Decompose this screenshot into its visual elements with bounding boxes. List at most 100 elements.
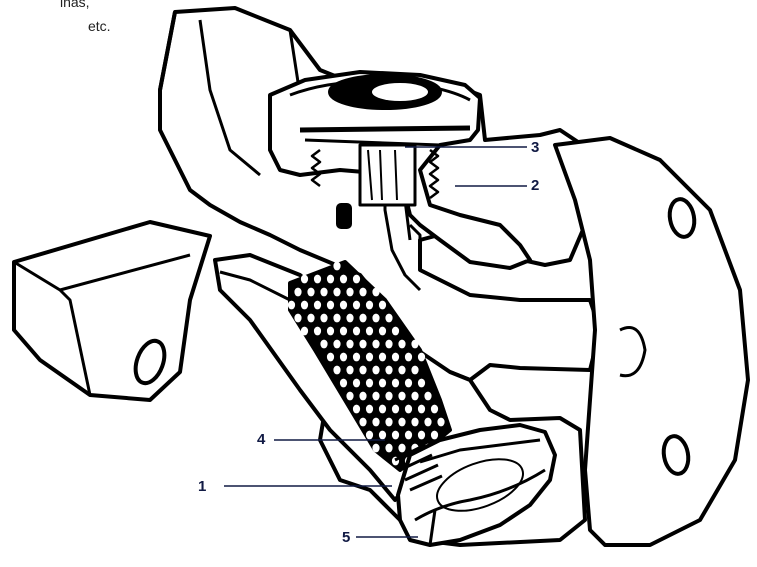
perforation-dot <box>307 313 315 323</box>
perforation-dot <box>365 300 374 310</box>
perforation-dot <box>430 430 439 440</box>
perforation-dot <box>372 365 380 375</box>
perforation-dot <box>313 300 322 310</box>
perforation-dot <box>417 430 426 440</box>
perforation-dot <box>333 313 341 323</box>
callout-3: 3 <box>405 139 539 156</box>
perforation-dot <box>352 326 361 336</box>
strainer-cap <box>394 423 557 547</box>
perforation-dot <box>398 417 406 427</box>
perforation-dot <box>430 404 439 414</box>
perforation-dot <box>391 326 400 336</box>
perforation-dot <box>326 326 335 336</box>
perforation-dot <box>404 378 413 388</box>
callout-5: 5 <box>342 529 418 546</box>
caption-line-1: inas, <box>60 0 90 10</box>
perforation-dot <box>346 339 354 349</box>
perforation-dot <box>365 404 374 414</box>
perforation-dot <box>378 326 387 336</box>
perforation-dot <box>424 417 432 427</box>
callout-label-5: 5 <box>342 529 350 546</box>
perforation-dot <box>352 352 361 362</box>
perforation-dot <box>391 430 400 440</box>
perforation-dot <box>313 326 322 336</box>
perforation-dot <box>346 365 354 375</box>
perforation-dot <box>333 365 341 375</box>
perforation-dot <box>300 274 309 284</box>
callout-1: 1 <box>198 478 392 495</box>
perforation-dot <box>385 417 393 427</box>
perforation-dot <box>333 339 341 349</box>
perforation-dot <box>417 404 426 414</box>
perforation-dot <box>320 339 328 349</box>
perforation-dot <box>359 339 367 349</box>
callout-label-3: 3 <box>531 139 539 156</box>
perforation-dot <box>294 313 302 323</box>
perforation-dot <box>372 287 380 297</box>
perforation-dot <box>300 300 309 310</box>
perforation-dot <box>411 339 419 349</box>
caption-line-2: etc. <box>88 18 111 34</box>
perforation-dot <box>385 339 393 349</box>
perforation-dot <box>372 443 380 453</box>
callout-4: 4 <box>257 431 385 448</box>
perforation-dot <box>365 352 374 362</box>
callout-label-2: 2 <box>531 177 539 194</box>
perforation-dot <box>326 274 335 284</box>
perforation-dot <box>372 313 380 323</box>
perforation-dot <box>365 378 374 388</box>
perforation-dot <box>404 352 413 362</box>
perforation-dot <box>307 287 315 297</box>
strainer-perforations <box>287 261 445 466</box>
perforation-dot <box>346 313 354 323</box>
perforation-dot <box>385 443 393 453</box>
callout-label-4: 4 <box>257 431 266 448</box>
perforation-dot <box>385 365 393 375</box>
perforation-dot <box>352 300 361 310</box>
perforation-dot <box>359 391 367 401</box>
perforation-dot <box>359 417 367 427</box>
perforation-dot <box>326 300 335 310</box>
callout-2: 2 <box>455 177 539 194</box>
perforation-dot <box>437 417 445 427</box>
perforation-dot <box>320 287 328 297</box>
perforation-dot <box>417 352 426 362</box>
perforation-dot <box>372 391 380 401</box>
perforation-dot <box>326 352 335 362</box>
perforation-dot <box>352 274 361 284</box>
perforation-dot <box>404 404 413 414</box>
perforation-dot <box>411 417 419 427</box>
perforation-dot <box>339 352 348 362</box>
perforation-dot <box>411 391 419 401</box>
flange-bolt-hole-top <box>667 197 697 239</box>
perforation-dot <box>417 378 426 388</box>
perforation-dot <box>359 365 367 375</box>
inlet-flange <box>12 220 212 402</box>
perforation-dot <box>378 404 387 414</box>
outlet-flange <box>553 136 750 547</box>
perforation-dot <box>339 378 348 388</box>
perforation-dot <box>339 300 348 310</box>
perforation-dot <box>346 391 354 401</box>
perforation-dot <box>411 365 419 375</box>
perforation-dot <box>320 313 328 323</box>
perforation-dot <box>424 391 432 401</box>
perforation-dot <box>346 287 354 297</box>
perforation-dot <box>404 430 413 440</box>
perforation-dot <box>391 404 400 414</box>
perforation-dot <box>333 287 341 297</box>
perforation-dot <box>378 352 387 362</box>
internal-passage <box>336 143 422 292</box>
perforation-dot <box>287 300 296 310</box>
perforation-dot <box>333 261 341 271</box>
perforation-dot <box>378 378 387 388</box>
steam-trap-body <box>12 6 750 547</box>
perforation-dot <box>385 313 393 323</box>
perforation-dot <box>300 326 309 336</box>
perforation-dot <box>391 352 400 362</box>
flange-bolt-hole-bottom <box>661 434 691 476</box>
flange-bolt-hole-left <box>133 338 167 386</box>
perforation-dot <box>398 443 406 453</box>
perforation-dot <box>372 339 380 349</box>
